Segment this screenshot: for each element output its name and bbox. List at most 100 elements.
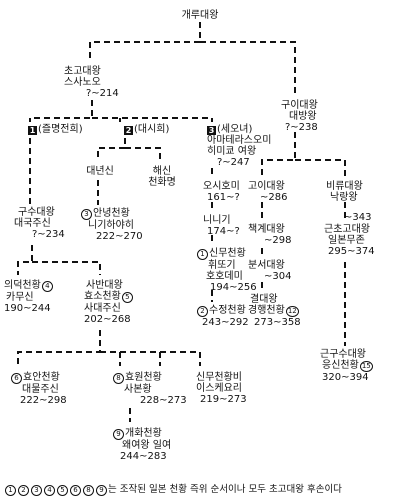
chaekgye-dates: ~298 [264,235,292,246]
gaehwa-dates: 244~283 [120,451,167,462]
node-chaekgye: 책계대왕 ~298 [248,224,291,246]
ninigi-title: 니니기 [203,215,231,226]
gui-dates: ?~238 [285,122,318,133]
connector-gusu-uidok [17,245,33,275]
haesin-title: 해신 [152,166,172,177]
uidok-dates: 190~244 [4,303,51,314]
ninigi-dates: 174~? [207,226,240,237]
gyeol-alias: 경행천황 [248,305,285,316]
connector-group3 [92,117,213,122]
gaehwa-alias: 왜여왕 일여 [122,440,172,451]
group-1-number: 1 [28,126,37,135]
footer-num-8: 8 [83,485,94,496]
saban-number: 5 [121,292,133,303]
footer-num-4: 4 [44,485,55,496]
root-name: 개루대왕 [181,10,219,21]
chogo-title: 초고대왕 [64,66,101,77]
hyoan-dates: 222~298 [20,395,67,406]
hyowon-number: 8 [113,373,124,384]
group-3-sub1: 아마테라스오미 [207,135,272,146]
chaekgye-title: 책계대왕 [248,224,285,235]
geunchogo-title: 근초고대왕 [324,224,370,235]
geungusu-alias: 응신천황 [322,360,359,371]
hyoan-number: 6 [11,373,22,384]
gusu-title: 구수대왕 [18,207,55,218]
gusu-alias: 대국주신 [14,218,51,229]
footer-num-6: 6 [70,485,81,496]
annyeong-alias: 니기하야히 [88,220,134,231]
node-daenyeon: 대년신 [86,166,114,177]
group-1-header: 1(즐명전희) [28,124,83,135]
node-geunchogo: 근초고대왕 일본무존 295~374 [324,224,375,257]
sinmubi-alias: 이스케요리 [196,383,242,394]
gui-alias: 대방왕 [289,111,317,122]
node-goi: 고이대왕 ~286 [248,181,287,203]
node-biryu: 비류대왕 낙랑왕 ~343 [326,181,371,223]
footer-num-9: 9 [96,485,107,496]
hyowon-alias: 사본황 [124,384,152,395]
sinmu-alias2: 호호데미 [206,271,243,282]
footer-num-1: 1 [5,485,16,496]
group-3-header: 3(세오녀) 아마테라스오미 히미쿄 여왕 ?~247 [207,124,271,168]
suijeong-title: 수정천황 [209,305,246,316]
geungusu-dates: 320~394 [322,372,369,383]
connector-root-gui [200,41,296,95]
group-1-label: (즐명전희) [38,124,83,135]
node-bunseo: 분서대왕 ~304 [248,260,291,282]
saban-title: 사반대왕 [86,280,123,291]
connector-saban-hyoan [17,330,101,366]
biryu-title: 비류대왕 [326,181,363,192]
uidok-number: 4 [41,281,53,292]
group-2-number: 2 [124,126,133,135]
sinmu-alias1: 휘또기 [208,260,236,271]
saban-alias2: 사대주신 [84,303,121,314]
group-3-sub2: 히미쿄 여왕 [207,146,257,157]
haesin-alias: 천화명 [148,177,176,188]
bunseo-dates: ~304 [264,271,292,282]
sinmu-number: 1 [197,249,208,260]
sinmubi-title: 신무천황비 [196,372,242,383]
hyoan-title: 효안천황 [23,372,60,383]
node-chogo: 초고대왕 스사노오 ?~214 [64,66,119,99]
annyeong-number: 3 [81,209,92,220]
gusu-dates: ?~234 [32,229,65,240]
biryu-dates: ~343 [344,212,372,223]
oshiho-dates: 161~? [207,192,240,203]
uidok-title: 의덕천황 [4,280,41,291]
group-3-label: (세오녀) [217,124,253,135]
node-ninigi: 니니기 174~? [203,215,240,237]
goi-title: 고이대왕 [248,181,285,192]
connector-root-chogo [89,22,201,62]
suijeong-dates: 243~292 [202,317,249,328]
annyeong-dates: 222~270 [96,231,143,242]
gyeol-number: 12 [285,306,299,317]
footer-text: 는 조작된 일본 천황 즉위 순서이나 모두 초고대왕 후손이다 [108,484,342,495]
footer-num-3: 3 [31,485,42,496]
connector-gusu-saban [32,261,101,275]
gui-title: 구이대왕 [281,100,318,111]
saban-dates: 202~268 [84,314,131,325]
goi-dates: ~286 [260,192,288,203]
chogo-alias: 스사노오 [64,77,101,88]
chogo-dates: ?~214 [86,88,119,99]
connector-saban-sinmubi [100,351,161,366]
connector-gui-biryu [295,159,346,178]
footer-num-5: 5 [57,485,68,496]
geungusu-number: 15 [359,361,373,372]
gaehwa-number: 9 [113,429,124,440]
node-haesin: 해신 천화명 [148,166,176,188]
bunseo-title: 분서대왕 [248,260,285,271]
node-oshiho: 오시호미 161~? [203,181,240,203]
node-gusu: 구수대왕 대국주신 ?~234 [10,207,65,240]
